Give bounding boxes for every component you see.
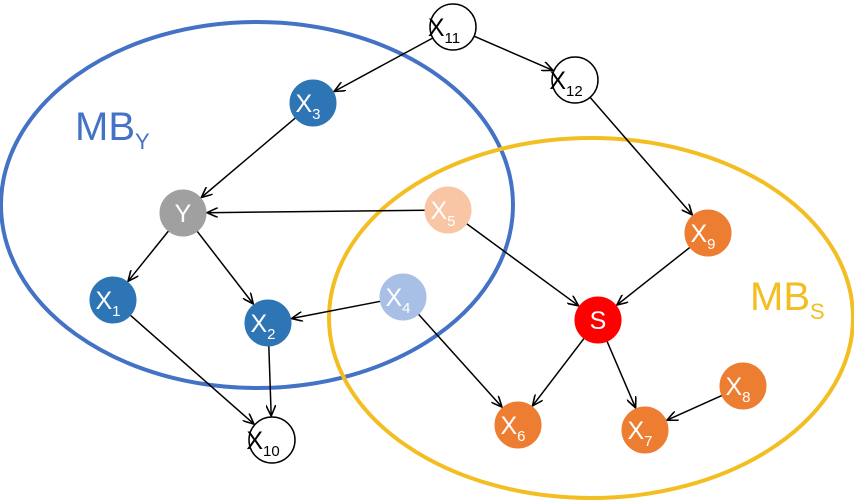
edge-x2-to-x10 bbox=[269, 345, 271, 416]
edge-x1-to-x10 bbox=[129, 314, 254, 424]
region-mb-y-label: MBY bbox=[75, 105, 150, 154]
node-x10-circle bbox=[248, 416, 296, 464]
region-mb-s-label: MBS bbox=[750, 275, 825, 324]
node-x1: X1 bbox=[89, 276, 137, 324]
node-x12: X12 bbox=[549, 56, 599, 104]
node-x9: X9 bbox=[684, 209, 732, 257]
edge-x11-to-x12 bbox=[473, 35, 553, 70]
node-x10-label: X10 bbox=[246, 427, 279, 460]
node-y-circle bbox=[159, 189, 207, 237]
node-x7-label: X7 bbox=[627, 417, 652, 450]
edge-x11-to-x3 bbox=[334, 37, 434, 92]
node-s-circle bbox=[574, 296, 622, 344]
node-x1-circle bbox=[89, 276, 137, 324]
node-s: S bbox=[574, 296, 622, 344]
edge-x5-to-y bbox=[207, 210, 426, 212]
node-y-label: Y bbox=[175, 200, 192, 228]
edge-x5-to-s bbox=[466, 222, 579, 306]
region-mb-y-boundary bbox=[0, 20, 515, 390]
region-mb-s-boundary bbox=[327, 136, 854, 500]
edge-y-to-x2 bbox=[196, 230, 253, 304]
node-x3: X3 bbox=[289, 79, 337, 127]
node-x3-circle bbox=[289, 79, 337, 127]
node-x1-label: X1 bbox=[95, 287, 120, 320]
node-x4-label: X4 bbox=[385, 284, 410, 317]
node-x2-label: X2 bbox=[250, 310, 275, 343]
node-x7-circle bbox=[621, 406, 669, 454]
edge-x8-to-x7 bbox=[667, 394, 723, 420]
node-y: Y bbox=[159, 189, 207, 237]
edge-x4-to-x6 bbox=[417, 313, 502, 407]
node-x8-label: X8 bbox=[725, 373, 750, 406]
edge-y-to-x1 bbox=[128, 230, 170, 281]
node-x12-label: X12 bbox=[549, 67, 582, 100]
edge-s-to-x7 bbox=[606, 340, 636, 408]
node-x3-label: X3 bbox=[295, 90, 320, 123]
node-x6-label: X6 bbox=[500, 412, 525, 445]
node-x8: X8 bbox=[719, 362, 767, 410]
node-x5-circle bbox=[424, 186, 472, 234]
edge-s-to-x6 bbox=[533, 337, 585, 406]
node-x10: X10 bbox=[246, 416, 296, 464]
node-x9-circle bbox=[684, 209, 732, 257]
node-x12-circle bbox=[551, 56, 599, 104]
node-x6-circle bbox=[494, 401, 542, 449]
node-x5: X5 bbox=[424, 186, 472, 234]
node-x11: X11 bbox=[428, 3, 477, 51]
node-s-label: S bbox=[590, 307, 607, 335]
edge-x9-to-s bbox=[617, 246, 691, 305]
node-x6: X6 bbox=[494, 401, 542, 449]
node-x2: X2 bbox=[244, 299, 292, 347]
edge-x4-to-x2 bbox=[292, 300, 381, 318]
edge-x3-to-y bbox=[201, 117, 296, 198]
node-x7: X7 bbox=[621, 406, 669, 454]
node-x2-circle bbox=[244, 299, 292, 347]
node-x11-circle bbox=[429, 3, 477, 51]
node-x4: X4 bbox=[379, 273, 427, 321]
node-x11-label: X11 bbox=[428, 14, 460, 47]
node-x9-label: X9 bbox=[690, 220, 715, 253]
edge-x12-to-x9 bbox=[589, 96, 692, 214]
node-x4-circle bbox=[379, 273, 427, 321]
node-x5-label: X5 bbox=[430, 197, 455, 230]
node-x8-circle bbox=[719, 362, 767, 410]
